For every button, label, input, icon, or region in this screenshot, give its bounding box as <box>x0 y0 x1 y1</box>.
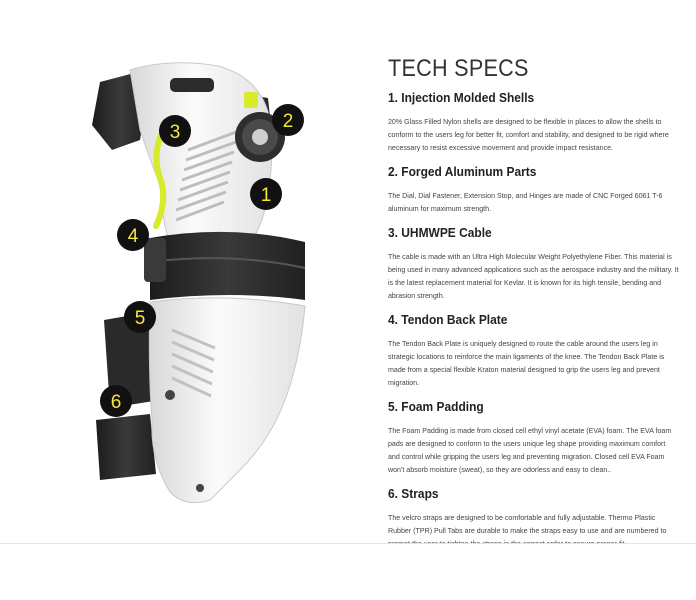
lower-shell <box>148 297 306 504</box>
side-pad <box>104 312 160 408</box>
spec-body: The Foam Padding is made from closed cel… <box>388 426 672 474</box>
cable <box>153 119 171 229</box>
spec-uhmwpe-cable: 3. UHMWPE Cable The cable is made with a… <box>388 225 688 302</box>
marker-1: 1 <box>250 178 282 210</box>
lower-strap <box>96 414 156 480</box>
spec-heading: 2. Forged Aluminum Parts <box>388 164 537 179</box>
svg-text:1: 1 <box>261 185 272 206</box>
marker-6: 6 <box>100 385 132 417</box>
spec-foam-padding: 5. Foam Padding The Foam Padding is made… <box>388 399 688 476</box>
marker-3: 3 <box>159 115 191 147</box>
spec-heading: 5. Foam Padding <box>388 399 484 414</box>
svg-text:4: 4 <box>128 226 139 247</box>
spec-body: The velcro straps are designed to be com… <box>388 513 667 543</box>
spec-heading: 4. Tendon Back Plate <box>388 312 508 327</box>
spec-tendon-back-plate: 4. Tendon Back Plate The Tendon Back Pla… <box>388 312 688 389</box>
yellow-tab <box>244 92 258 108</box>
knee-brace-image: 1 2 3 4 5 6 <box>92 62 306 504</box>
marker-4: 4 <box>117 219 149 251</box>
spec-forged-aluminum-parts: 2. Forged Aluminum Parts The Dial, Dial … <box>388 164 688 215</box>
svg-text:3: 3 <box>170 122 181 143</box>
lower-ribs <box>171 328 216 398</box>
page-content: 1 2 3 4 5 6 TECH SPECS 1. Injection Mold… <box>92 55 688 543</box>
spec-body: The Dial, Dial Fastener, Extension Stop,… <box>388 191 663 213</box>
marker-5: 5 <box>124 301 156 333</box>
spec-body: 20% Glass Filled Nylon shells are design… <box>388 117 669 152</box>
shell-ribs <box>175 130 237 222</box>
spec-straps: 6. Straps The velcro straps are designed… <box>388 486 688 543</box>
spec-heading: 6. Straps <box>388 486 439 501</box>
knee-band <box>150 231 305 300</box>
side-buckle <box>144 238 166 282</box>
svg-text:5: 5 <box>135 308 146 329</box>
svg-text:2: 2 <box>283 111 294 132</box>
page-title: TECH SPECS <box>388 55 529 82</box>
svg-text:6: 6 <box>111 392 122 413</box>
marker-2: 2 <box>272 104 304 136</box>
spec-body: The cable is made with an Ultra High Mol… <box>388 252 679 300</box>
spec-body: The Tendon Back Plate is uniquely design… <box>388 339 665 387</box>
spec-injection-molded-shells: 1. Injection Molded Shells 20% Glass Fil… <box>388 90 688 154</box>
spec-heading: 1. Injection Molded Shells <box>388 90 535 105</box>
spec-heading: 3. UHMWPE Cable <box>388 225 492 240</box>
content-divider <box>0 543 696 544</box>
upper-shell-slot <box>170 78 214 92</box>
